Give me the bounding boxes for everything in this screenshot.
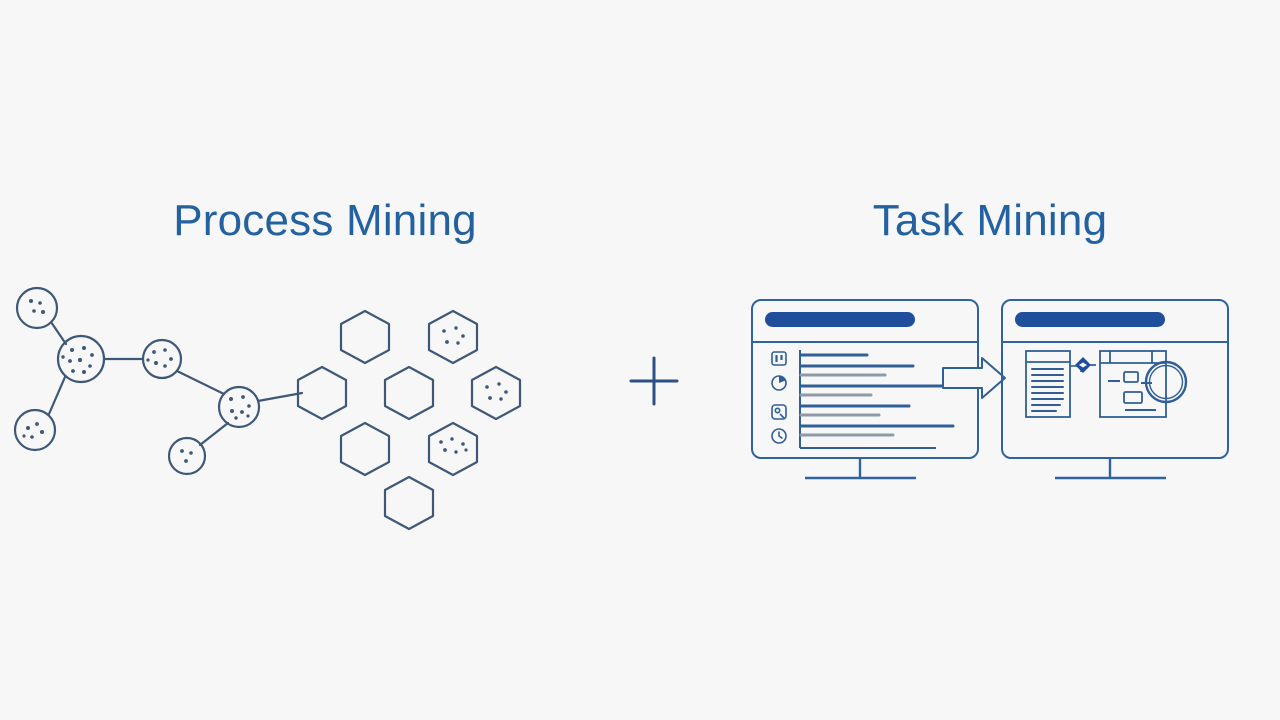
process-mining-illustration bbox=[13, 286, 522, 531]
window-title-bar bbox=[1015, 312, 1165, 327]
plus-divider bbox=[628, 355, 680, 407]
transfer-arrow-icon bbox=[942, 357, 1006, 399]
monitor-result bbox=[1001, 299, 1229, 480]
task-mining-illustration bbox=[751, 299, 1229, 480]
monitor-source-sidebar bbox=[771, 351, 787, 444]
document-panel bbox=[1025, 350, 1082, 418]
graph-edges bbox=[47, 320, 304, 447]
flow-chart-icon bbox=[771, 404, 787, 420]
horizontal-bar-chart bbox=[799, 350, 959, 449]
window-title-bar bbox=[765, 312, 915, 327]
graph-nodes bbox=[13, 286, 261, 476]
hexagon-dot-clusters bbox=[439, 326, 508, 454]
honeycomb-hexagons bbox=[296, 309, 522, 531]
node-dot-clusters bbox=[22, 299, 251, 463]
task-mining-title: Task Mining bbox=[872, 196, 1108, 245]
pie-chart-icon bbox=[771, 375, 787, 391]
chart-columns-icon bbox=[771, 351, 787, 366]
clock-icon bbox=[771, 428, 787, 444]
plus-symbol-icon bbox=[629, 356, 679, 406]
process-mining-title: Process Mining bbox=[173, 196, 477, 245]
diagram-panel bbox=[1099, 350, 1167, 418]
sparkle-diamond-icon bbox=[1075, 357, 1096, 373]
magnifier-lens-icon bbox=[1144, 360, 1188, 404]
process-mining-panel: Process Mining bbox=[0, 0, 600, 720]
task-mining-panel: Task Mining bbox=[700, 0, 1280, 720]
